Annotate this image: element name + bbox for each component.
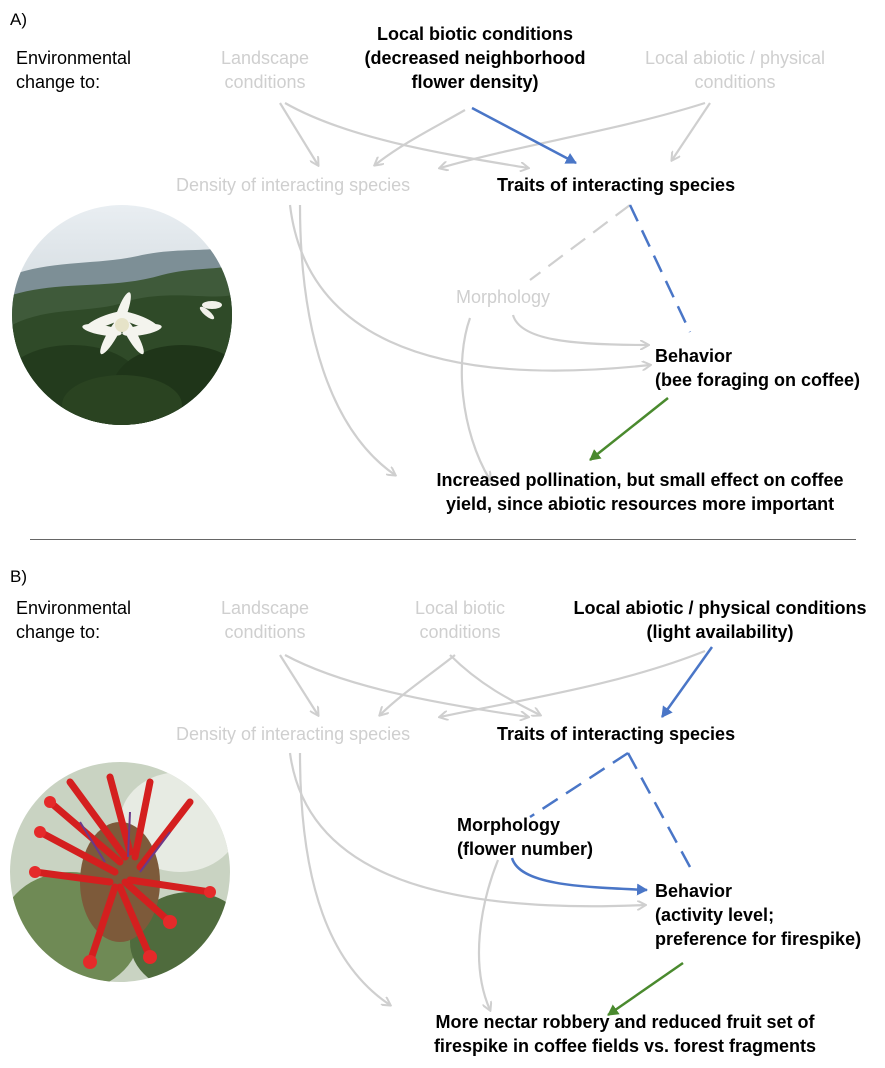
arrow-morph-to-behavior — [511, 314, 648, 345]
arrow-abiotic-to-traits — [672, 102, 711, 160]
arrow-density-to-outcome — [298, 204, 395, 475]
panel-b: B) Environmental change to: Landscape co… — [0, 555, 885, 1068]
outcome: More nectar robbery and reduced fruit se… — [433, 1012, 817, 1056]
blue-dashed-traits-to-behavior — [626, 752, 692, 868]
panel-letter: A) — [10, 10, 27, 29]
panel-b-arrows — [279, 646, 714, 1017]
morphology: Morphology (flower number) — [457, 815, 594, 859]
coffee-flower-photo — [12, 205, 232, 425]
traits-of-interacting-species: Traits of interacting species — [497, 724, 736, 744]
panel-a-arrows — [279, 101, 711, 540]
panel-a: A) Environmental change to: Landscape co… — [10, 10, 861, 540]
coffee-flower-image — [12, 205, 232, 425]
arrow-biotic-to-density — [380, 654, 456, 715]
dashed-traits-to-morph — [529, 204, 631, 281]
green-arrow-behavior-to-outcome — [589, 397, 669, 461]
arrow-biotic-to-density — [375, 109, 466, 165]
arrow-landscape-to-density — [279, 654, 318, 715]
panel-letter: B) — [10, 567, 27, 586]
arrow-landscape-to-density — [279, 102, 318, 165]
blue-arrow-abiotic-to-density — [440, 649, 706, 717]
arrow-density-to-outcome — [298, 752, 390, 1005]
landscape-conditions: Landscape conditions — [220, 48, 310, 92]
morphology: Morphology — [456, 287, 551, 307]
arrow-morph-to-outcome — [460, 317, 490, 480]
behavior: Behavior (bee foraging on coffee) — [655, 346, 861, 390]
behavior: Behavior (activity level; preference for… — [655, 881, 862, 949]
arrow-abiotic-to-density — [440, 101, 706, 168]
local-biotic-conditions: Local biotic conditions (decreased neigh… — [364, 24, 586, 92]
green-arrow-behavior-to-outcome — [607, 961, 684, 1017]
landscape-conditions: Landscape conditions — [220, 598, 310, 642]
firespike-flower-image — [10, 762, 230, 982]
local-abiotic-conditions: Local abiotic / physical conditions (lig… — [573, 598, 867, 642]
arrow-biotic-to-traits — [449, 654, 540, 715]
blue-arrow-abiotic-to-traits — [660, 646, 714, 718]
arrow-morph-to-outcome — [477, 859, 500, 1010]
blue-arrow-morph-to-behavior — [510, 857, 648, 896]
arrow-landscape-to-traits — [284, 102, 528, 168]
local-abiotic-conditions: Local abiotic / physical conditions — [644, 48, 826, 92]
blue-arrow-biotic-to-traits — [471, 106, 577, 165]
local-biotic-conditions: Local biotic conditions — [414, 598, 506, 642]
blue-dashed-traits-to-morph — [529, 751, 629, 819]
traits-of-interacting-species: Traits of interacting species — [497, 175, 736, 195]
density-of-interacting-species: Density of interacting species — [176, 724, 411, 744]
panel-divider — [30, 539, 856, 540]
env-change-label: Environmental change to: — [16, 48, 132, 92]
arrow-landscape-to-traits — [284, 654, 528, 717]
env-change-label: Environmental change to: — [16, 598, 132, 642]
outcome: Increased pollination, but small effect … — [436, 470, 844, 514]
density-of-interacting-species: Density of interacting species — [176, 175, 411, 195]
blue-dashed-traits-to-behavior — [628, 204, 692, 333]
firespike-flower-photo — [10, 762, 230, 982]
